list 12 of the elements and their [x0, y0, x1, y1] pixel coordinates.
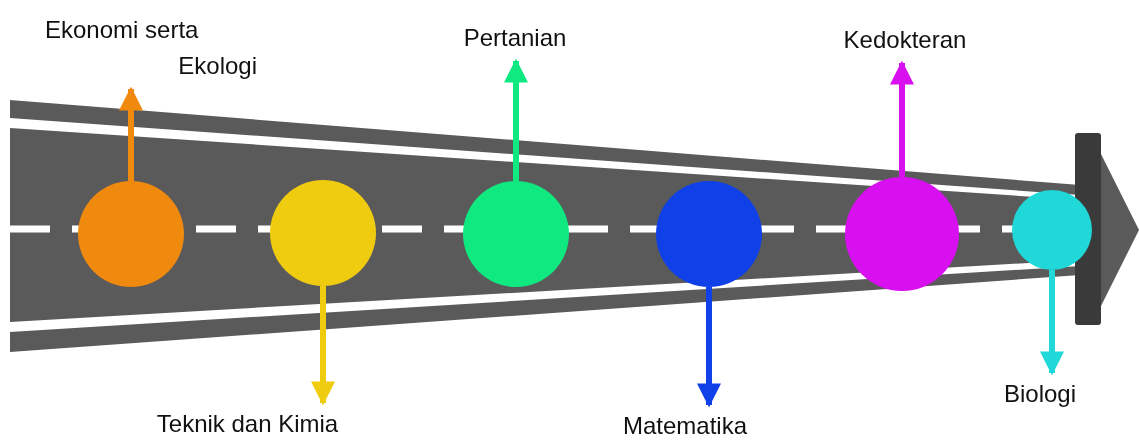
topic-label: Kedokteran	[842, 25, 968, 55]
topic-label: Pertanian	[462, 23, 568, 53]
arrow	[1040, 270, 1064, 376]
arrow	[890, 60, 914, 177]
arrow	[504, 58, 528, 181]
topic-label: Matematika	[621, 411, 748, 441]
topic-label: Biologi	[1002, 379, 1077, 409]
arrow	[311, 286, 335, 406]
topic-label: Teknik dan Kimia	[155, 409, 340, 439]
arrow	[119, 86, 143, 181]
arrow	[697, 287, 721, 408]
topic-label: Ekonomi serta Ekologi	[45, 15, 257, 81]
